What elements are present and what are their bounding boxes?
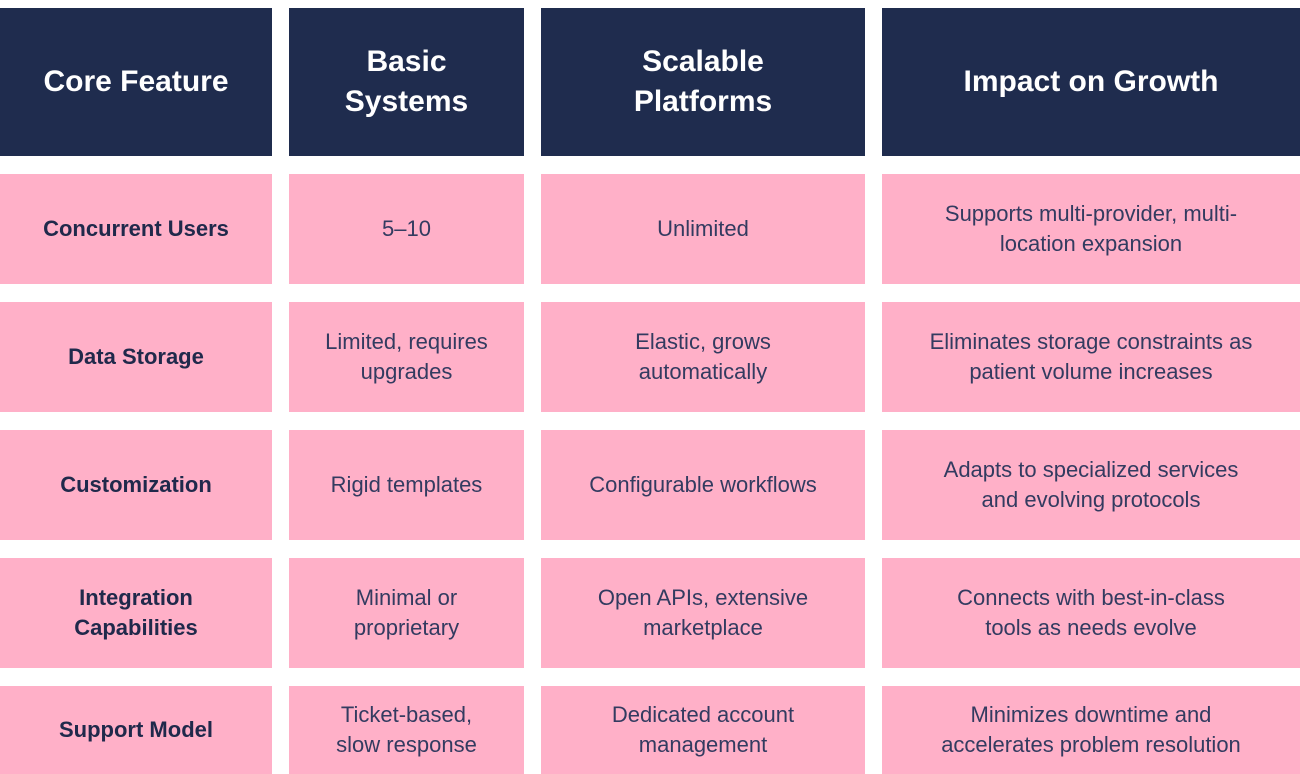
row-label-support-model: Support Model — [0, 686, 272, 774]
row-label-concurrent-users: Concurrent Users — [0, 174, 272, 284]
cell-concurrent-users-impact: Supports multi-provider, multi- location… — [882, 174, 1300, 284]
cell-text: Adapts to specialized services and evolv… — [943, 457, 1239, 512]
cell-text: Configurable workflows — [589, 472, 817, 498]
cell-data-storage-basic: Limited, requires upgrades — [289, 302, 524, 412]
column-header-label: Impact on Growth — [963, 65, 1219, 99]
row-label-text: Concurrent Users — [43, 216, 229, 242]
row-label-text: Data Storage — [68, 344, 204, 370]
cell-text: Elastic, grows automatically — [635, 329, 771, 384]
cell-text: Ticket-based, slow response — [336, 702, 477, 757]
cell-text: Open APIs, extensive marketplace — [597, 585, 809, 640]
cell-customization-basic: Rigid templates — [289, 430, 524, 540]
row-label-integration-capabilities: Integration Capabilities — [0, 558, 272, 668]
cell-data-storage-scalable: Elastic, grows automatically — [541, 302, 865, 412]
cell-text: Eliminates storage constraints as patien… — [929, 329, 1253, 384]
cell-integration-capabilities-scalable: Open APIs, extensive marketplace — [541, 558, 865, 668]
cell-support-model-impact: Minimizes downtime and accelerates probl… — [882, 686, 1300, 774]
row-label-customization: Customization — [0, 430, 272, 540]
cell-text: Minimal or proprietary — [353, 585, 460, 640]
cell-support-model-basic: Ticket-based, slow response — [289, 686, 524, 774]
row-label-text: Integration Capabilities — [74, 585, 198, 640]
cell-customization-impact: Adapts to specialized services and evolv… — [882, 430, 1300, 540]
column-header-label: Scalable Platforms — [633, 45, 773, 118]
cell-text: Dedicated account management — [611, 702, 795, 757]
cell-concurrent-users-scalable: Unlimited — [541, 174, 865, 284]
cell-text: 5–10 — [382, 216, 431, 242]
column-header-basic-systems: Basic Systems — [289, 8, 524, 156]
column-header-label: Basic Systems — [344, 45, 469, 118]
row-label-text: Support Model — [59, 717, 213, 743]
cell-concurrent-users-basic: 5–10 — [289, 174, 524, 284]
column-header-core-feature: Core Feature — [0, 8, 272, 156]
column-header-scalable-platforms: Scalable Platforms — [541, 8, 865, 156]
row-label-data-storage: Data Storage — [0, 302, 272, 412]
cell-text: Unlimited — [657, 216, 749, 242]
cell-support-model-scalable: Dedicated account management — [541, 686, 865, 774]
cell-text: Connects with best-in-class tools as nee… — [957, 585, 1225, 640]
column-header-label: Core Feature — [43, 65, 229, 99]
cell-text: Rigid templates — [330, 472, 483, 498]
column-header-impact-on-growth: Impact on Growth — [882, 8, 1300, 156]
cell-text: Minimizes downtime and accelerates probl… — [941, 702, 1241, 757]
cell-customization-scalable: Configurable workflows — [541, 430, 865, 540]
cell-data-storage-impact: Eliminates storage constraints as patien… — [882, 302, 1300, 412]
cell-text: Supports multi-provider, multi- location… — [944, 201, 1238, 256]
cell-integration-capabilities-basic: Minimal or proprietary — [289, 558, 524, 668]
row-label-text: Customization — [60, 472, 212, 498]
cell-text: Limited, requires upgrades — [325, 329, 488, 384]
cell-integration-capabilities-impact: Connects with best-in-class tools as nee… — [882, 558, 1300, 668]
